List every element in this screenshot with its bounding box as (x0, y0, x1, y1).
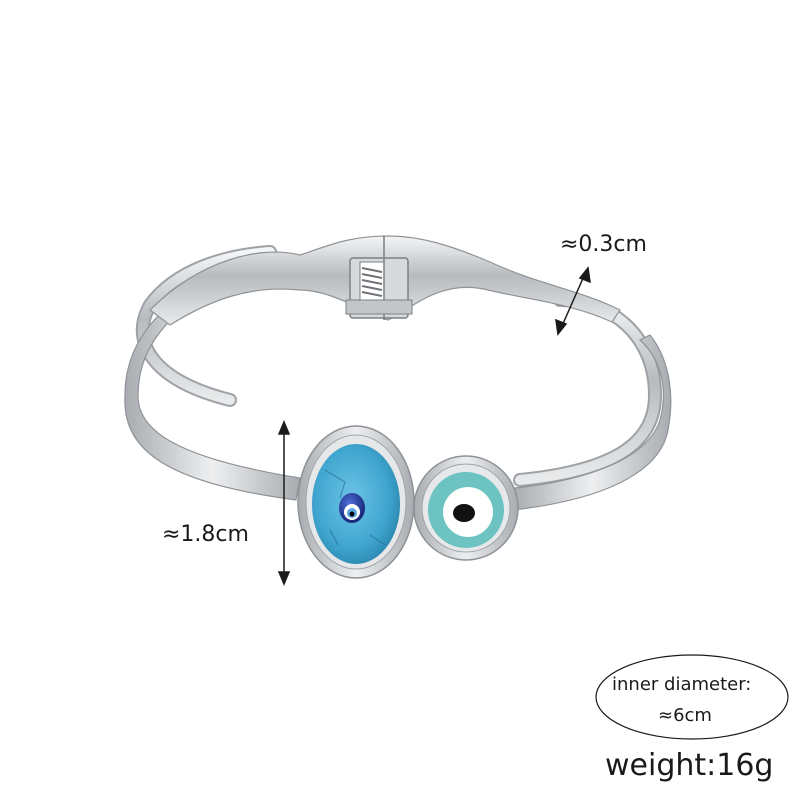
thickness-label: ≈0.3cm (560, 232, 647, 257)
height-arrow (277, 420, 291, 586)
inner-diameter-value: ≈6cm (658, 705, 712, 726)
evil-eye-bead (339, 493, 365, 523)
evil-eye-charm (413, 455, 519, 561)
turquoise-pendant (297, 425, 415, 579)
bangle (124, 235, 672, 511)
thickness-arrow (555, 266, 591, 336)
inner-diameter-badge (595, 654, 789, 740)
pendant-height-label: ≈1.8cm (162, 522, 249, 547)
weight-label: weight:16g (605, 748, 774, 783)
inner-diameter-label: inner diameter: (612, 674, 752, 695)
